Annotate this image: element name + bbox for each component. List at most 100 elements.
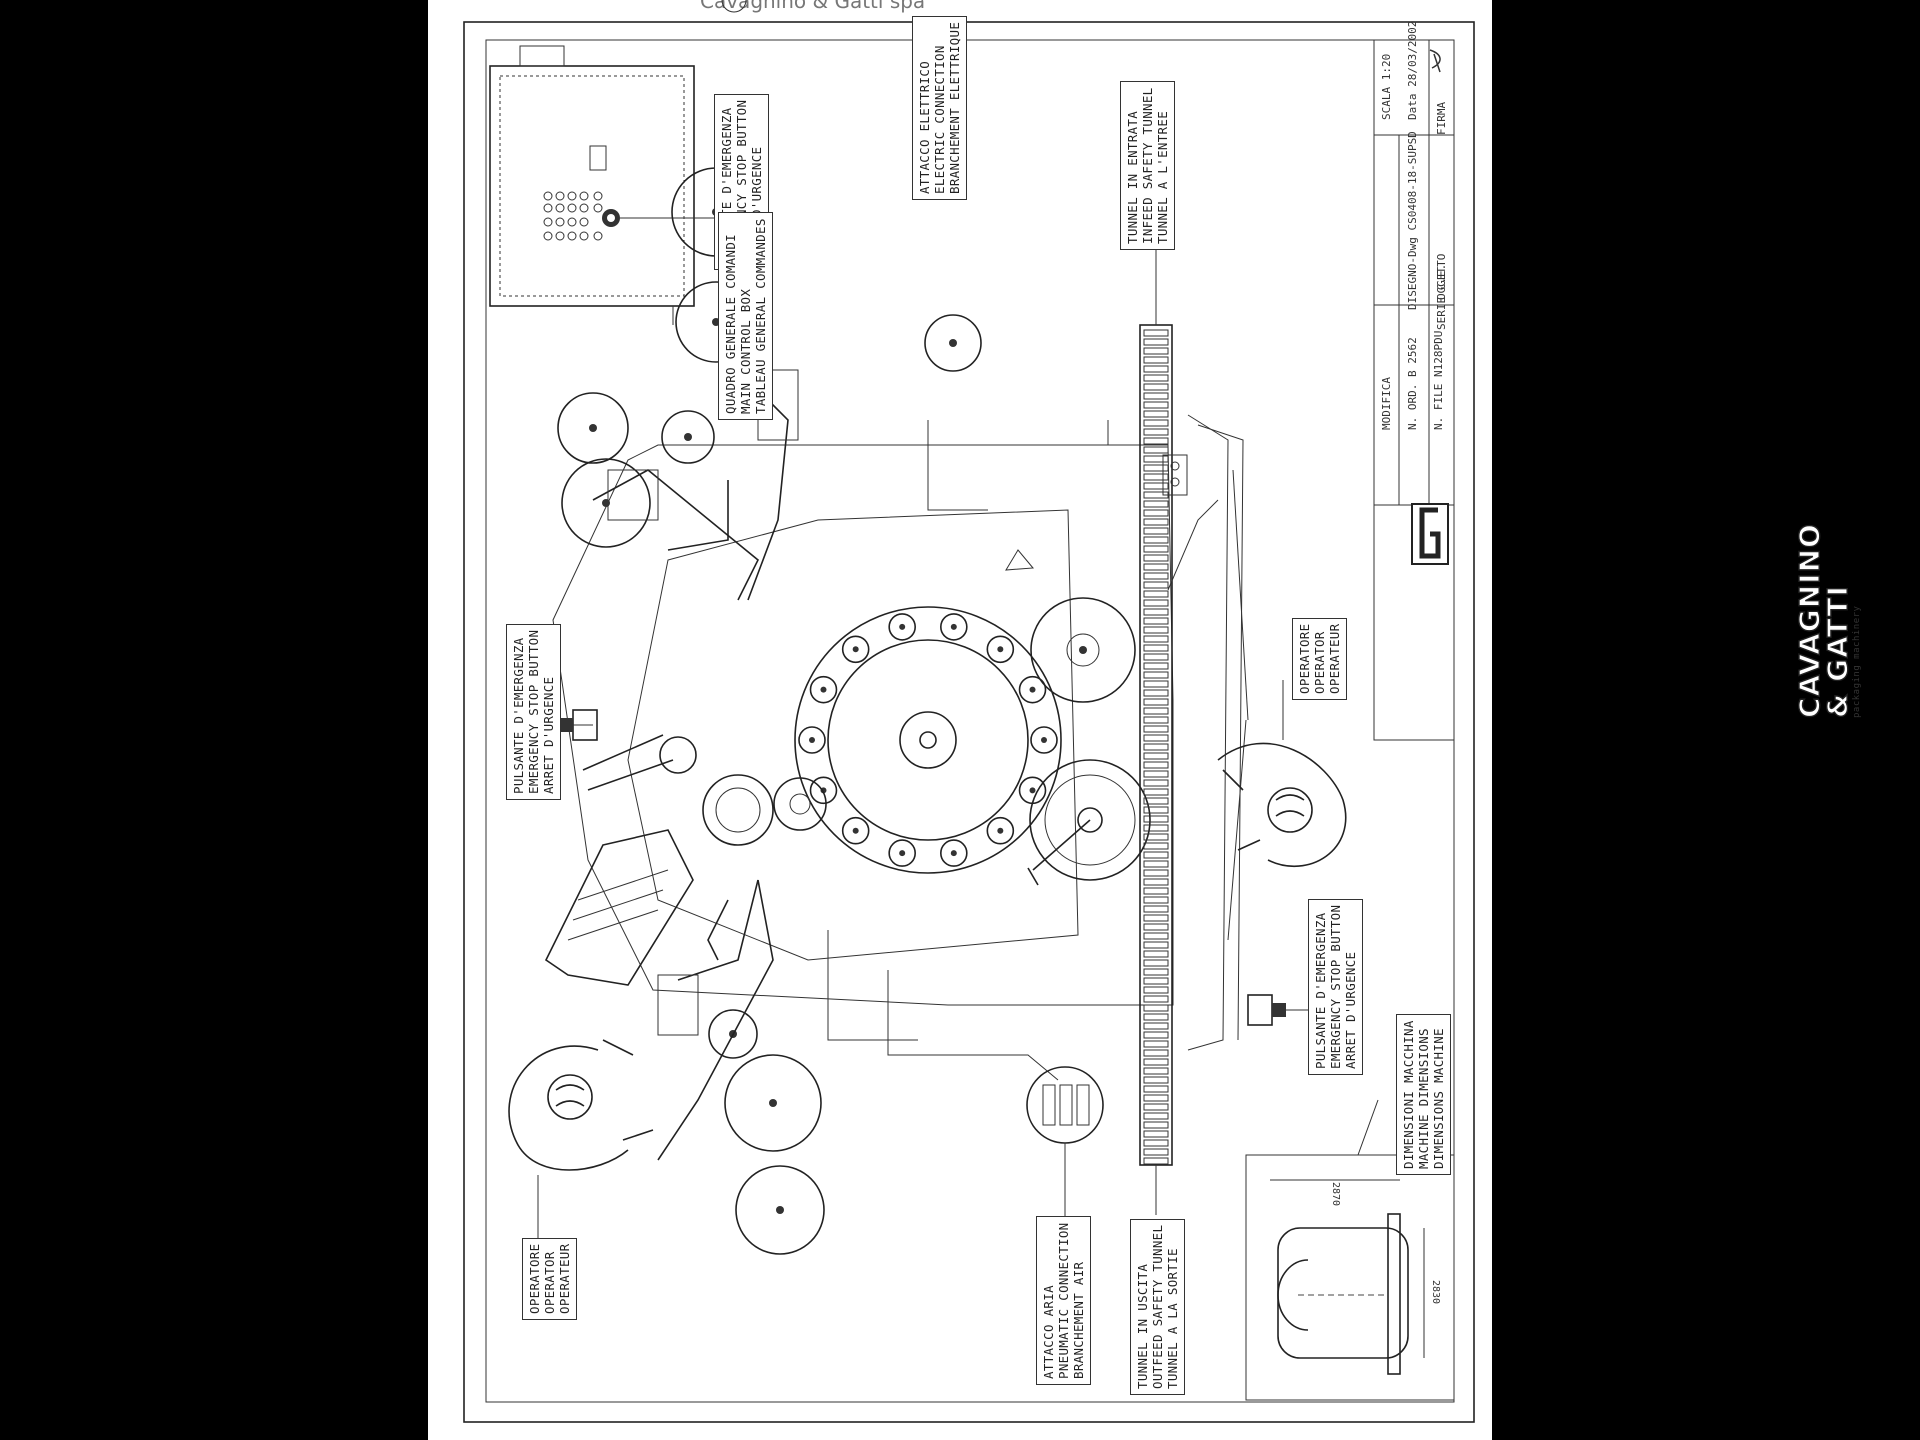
reel-hub — [684, 433, 692, 441]
callout-line: TUNNEL A LA SORTIE — [1165, 1248, 1180, 1389]
chain-link — [1143, 500, 1169, 508]
chain-link — [1143, 509, 1169, 517]
chain-link — [1143, 842, 1169, 850]
chain-link — [1143, 554, 1169, 562]
chain-link — [1143, 545, 1169, 553]
title-modification: MODIFICA — [1380, 377, 1393, 430]
reel — [557, 392, 629, 464]
callout-line: ATTACCO ELETTRICO — [917, 60, 932, 194]
title-signature-label: FIRMA — [1435, 101, 1448, 135]
chain-link — [1143, 896, 1169, 904]
callout-line: MAIN CONTROL BOX — [738, 288, 753, 414]
chain-link — [1143, 887, 1169, 895]
title-block — [1373, 39, 1455, 741]
station-hub — [1029, 787, 1036, 794]
chain-link — [1143, 833, 1169, 841]
chain-link — [1143, 590, 1169, 598]
chain-link — [1143, 680, 1169, 688]
chain-link — [1143, 869, 1169, 877]
chain-link — [1143, 518, 1169, 526]
chain-link — [1143, 950, 1169, 958]
chain-link — [1143, 401, 1169, 409]
chain-link — [1143, 662, 1169, 670]
chain-link — [1143, 1049, 1169, 1057]
chain-link — [1143, 1121, 1169, 1129]
dimension-depth: 2830 — [1430, 1280, 1441, 1304]
station-hub — [1029, 686, 1036, 693]
control-panel — [489, 45, 718, 307]
callout-line: EMERGENCY STOP BUTTON — [1328, 904, 1343, 1069]
chain-link — [1143, 572, 1169, 580]
signature — [1429, 49, 1441, 73]
chain-link — [1143, 716, 1169, 724]
chain-link — [1143, 1040, 1169, 1048]
callout-line: INFEED SAFETY TUNNEL — [1140, 87, 1155, 244]
chain-link — [1143, 1157, 1169, 1165]
title-drawing-number: DISEGNO-Dwg CS0408-18-SUPSD — [1406, 131, 1419, 310]
reel-hub — [602, 499, 610, 507]
station-hub — [852, 827, 859, 834]
station-hub — [820, 686, 827, 693]
title-scale: SCALA 1:20 — [1380, 53, 1393, 120]
main-carousel — [794, 606, 1062, 874]
title-file-number: N. FILE N128PDU — [1432, 330, 1445, 430]
logo-tagline: packaging machinery — [1852, 605, 1862, 718]
chain-link — [1143, 1148, 1169, 1156]
chain-link — [1143, 374, 1169, 382]
chain-link — [1143, 608, 1169, 616]
chain-link — [1143, 743, 1169, 751]
callout-line: OUTFEED SAFETY TUNNEL — [1150, 1224, 1165, 1389]
station-hub — [899, 623, 906, 630]
chain-link — [1143, 626, 1169, 634]
chain-link — [1143, 806, 1169, 814]
chain-link — [1143, 752, 1169, 760]
reel — [708, 1009, 758, 1059]
chain-link — [1143, 410, 1169, 418]
chain-link — [1143, 1112, 1169, 1120]
chain-link — [1143, 860, 1169, 868]
station-hub — [997, 827, 1004, 834]
station-hub — [899, 850, 906, 857]
chain-link — [1143, 482, 1169, 490]
reel — [561, 458, 651, 548]
feeder-unit — [544, 734, 827, 986]
callout-line: ARRET D'URGENCE — [1343, 951, 1358, 1069]
chain-link — [1143, 932, 1169, 940]
callout-line: TUNNEL IN USCITA — [1135, 1263, 1150, 1389]
chain-link — [1143, 779, 1169, 787]
chain-link — [1143, 968, 1169, 976]
reel-hub — [949, 339, 957, 347]
callout-line: OPERATOR — [542, 1251, 557, 1314]
callout-line: DIMENSIONI MACCHINA — [1401, 1020, 1416, 1169]
callout-line: TUNNEL IN ENTRATA — [1125, 110, 1140, 244]
callout-line: TABLEAU GENERAL COMMANDES — [753, 218, 768, 414]
drawing-sheet: Cavagnino & Gatti spa — [428, 0, 1862, 1440]
chain-link — [1143, 995, 1169, 1003]
chain-link — [1143, 617, 1169, 625]
callout-line: PNEUMATIC CONNECTION — [1056, 1222, 1071, 1379]
chain-link — [1143, 365, 1169, 373]
chain-link — [1143, 1076, 1169, 1084]
chain-link — [1143, 347, 1169, 355]
callout-line: BRANCHEMENT ELETTRIQUE — [947, 21, 962, 194]
title-order-number: N. ORD. B 2562 — [1406, 337, 1419, 430]
chain-link — [1143, 464, 1169, 472]
chain-link — [1143, 428, 1169, 436]
callout-line: BRANCHEMENT AIR — [1071, 1261, 1086, 1379]
operator-figure-left — [508, 1039, 654, 1171]
chain-link — [1143, 761, 1169, 769]
callout-line: OPERATOR — [1312, 631, 1327, 694]
station-hub — [1041, 737, 1047, 743]
chain-link — [1143, 473, 1169, 481]
chain-link — [1143, 1094, 1169, 1102]
reel — [735, 1165, 825, 1255]
chain-link — [1143, 689, 1169, 697]
chain-link — [1143, 644, 1169, 652]
